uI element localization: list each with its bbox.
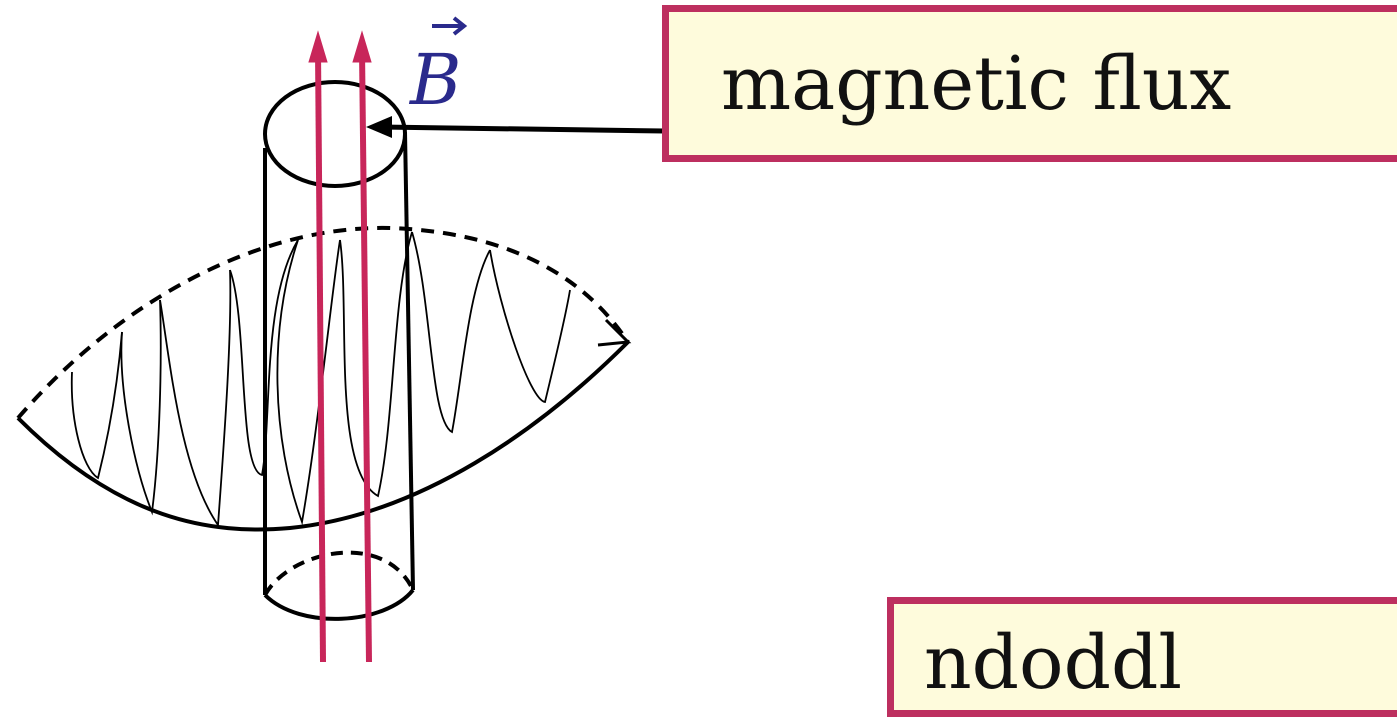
flux-tube xyxy=(263,80,415,621)
surface-lower-boundary xyxy=(16,340,630,532)
pointer-arrow xyxy=(378,122,665,134)
flux-tube-bottom-front xyxy=(263,588,415,621)
b-field-vector-head xyxy=(452,16,468,36)
magnetic-flux-label-box: magnetic flux xyxy=(662,5,1397,162)
flux-tube-diagram: B xyxy=(16,16,665,663)
flux-tube-bottom-back xyxy=(263,550,415,596)
magnetic-field-lines xyxy=(308,30,372,663)
field-line-left xyxy=(315,49,326,663)
field-line-left-arrowhead xyxy=(308,30,328,63)
field-line-right xyxy=(359,49,372,663)
surface-arrowhead xyxy=(597,318,632,347)
lower-label-text: ndoddl xyxy=(924,620,1182,706)
field-line-right-arrowhead xyxy=(352,30,372,63)
surface-ruling-lines xyxy=(70,231,571,528)
flux-tube-right-side xyxy=(403,131,415,591)
lower-label-box: ndoddl xyxy=(887,597,1397,717)
b-field-letter: B xyxy=(408,39,461,121)
pointer-arrowhead xyxy=(366,116,392,138)
b-field-symbol: B xyxy=(408,16,468,121)
magnetic-flux-label: magnetic flux xyxy=(721,40,1232,127)
